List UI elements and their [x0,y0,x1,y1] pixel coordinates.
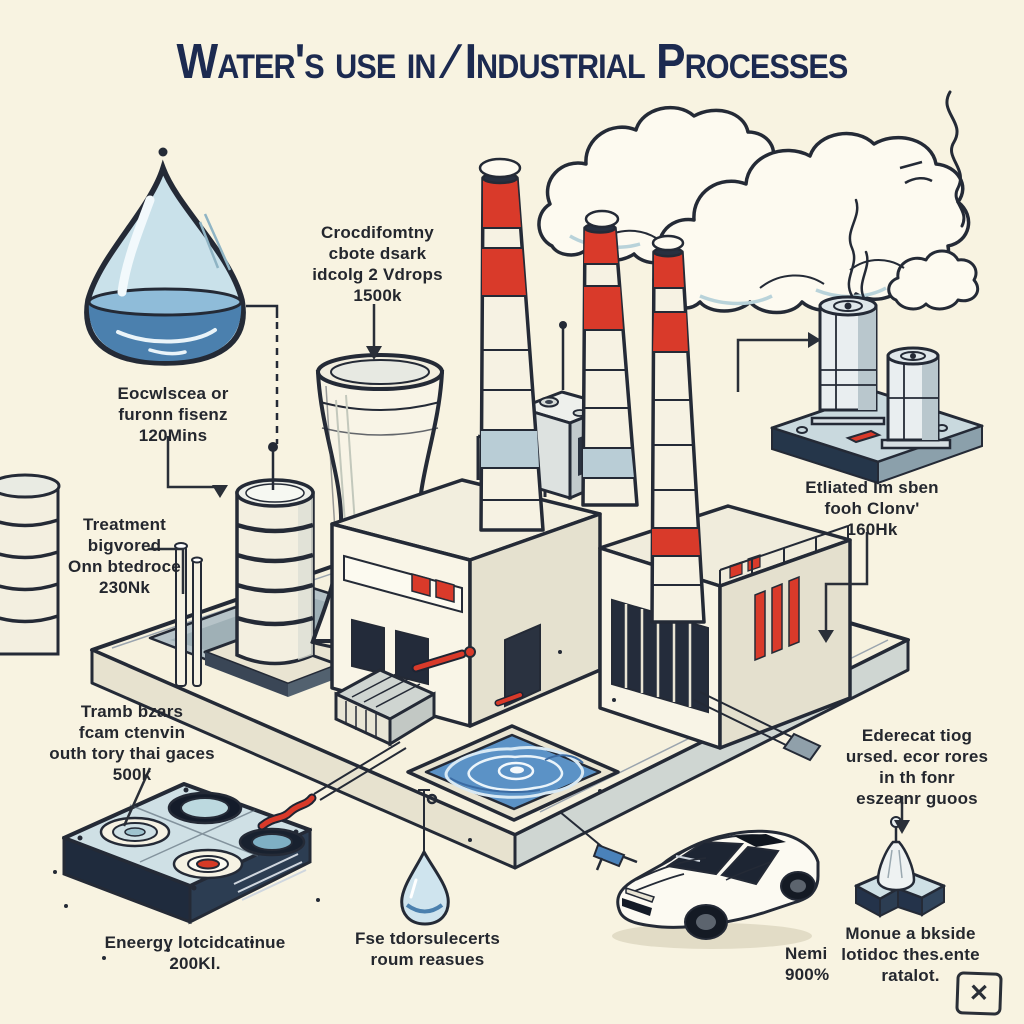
page-title: Water's use in ∕ Industrial Processes [176,35,849,89]
connector-arrowheads [212,332,910,834]
label-steam: Tramb bzars fcam ctenvin outh tory thai … [49,702,215,785]
label-output-right: Monue a bkside lotidoc thes.ente ratalot… [841,924,980,986]
factory-building-right [598,504,852,750]
smoke-wisp [945,90,966,228]
machines-unit [770,198,984,485]
label-energy: Eneergy lotcidcatinue 200Kl. [104,933,286,974]
red-pipes [411,646,524,707]
label-treatment: Treatment bigvored Onn btedroce 230Nk [68,515,181,598]
machine-steam [847,198,869,300]
stove-red-pipe [259,795,315,829]
red-burner [196,858,220,870]
small-hut [334,668,436,747]
cooktop-stove [62,741,407,925]
side-tank [0,473,61,656]
connector-lines [122,304,904,827]
tank-antenna [268,442,278,452]
label-intake: Eocwlscea or furonn fisenz 120Mins [117,384,229,446]
small-water-drop [400,789,450,926]
water-drop-illustration [84,147,279,444]
label-reuse: Fse tdorsulecerts roum reasues [354,929,501,970]
funnel-device [854,816,946,918]
smokestack-1 [478,157,545,532]
label-discharge: Ederecat tiog ursed. ecor rores in th fo… [845,726,989,809]
x-stamp-glyph: ✕ [968,979,990,1008]
x-stamp-icon: ✕ [955,971,1003,1016]
car [612,829,820,949]
water-pool [406,724,620,822]
smokestack-2 [581,209,639,507]
label-cooling: Etliated Im sben fooh Clonv' 160Hk [805,478,939,540]
smokestack-3 [650,234,706,624]
label-feedwater: Crocdifomtny cbote dsark idcolg 2 Vdrops… [312,223,443,306]
debris-specks [53,650,616,960]
sprayer [559,811,638,871]
label-output-left: Nemi 900% [785,944,830,985]
red-button [845,429,882,444]
discharge-pipe [693,691,822,762]
storage-tank [235,442,315,666]
